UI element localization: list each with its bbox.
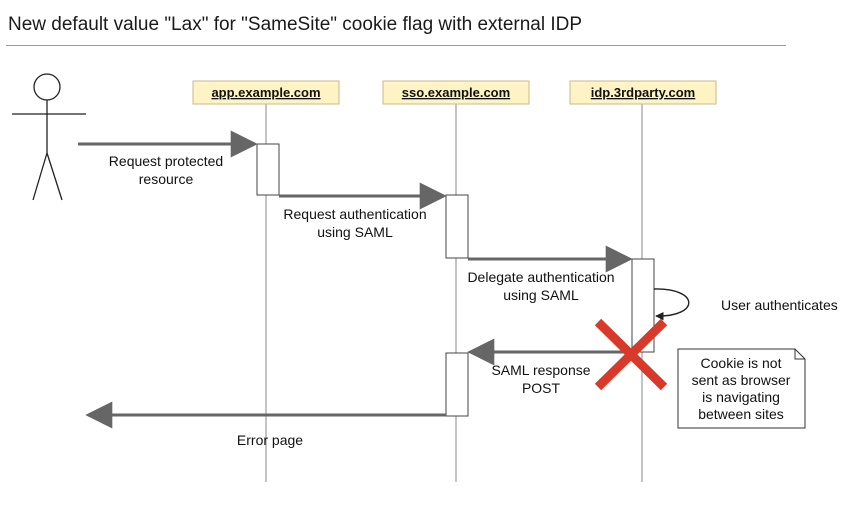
participant-app-label: app.example.com <box>211 85 320 100</box>
message-label-6: Error page <box>237 432 303 448</box>
participant-idp: idp.3rdparty.com <box>569 80 717 105</box>
note-line-2: sent as browser <box>692 372 791 388</box>
note-line-4: between sites <box>698 406 784 422</box>
user-actor-icon <box>12 73 86 201</box>
message-label-5a: SAML response <box>491 362 590 378</box>
page-title: New default value "Lax" for "SameSite" c… <box>8 14 583 35</box>
message-label-5b: POST <box>522 380 561 396</box>
message-label-3b: using SAML <box>503 287 579 303</box>
note-line-1: Cookie is not <box>701 355 782 371</box>
activation-sso-1 <box>445 194 469 259</box>
participant-sso-label: sso.example.com <box>402 85 510 100</box>
activation-idp <box>631 258 655 353</box>
message-label-2b: using SAML <box>317 224 393 240</box>
message-label-1a: Request protected <box>109 153 223 169</box>
message-label-4: User authenticates <box>721 297 838 313</box>
failure-cross-icon <box>594 318 668 391</box>
participant-app: app.example.com <box>192 80 340 105</box>
note-line-3: is navigating <box>702 389 780 405</box>
activation-sso-2 <box>445 352 469 417</box>
note: Cookie is not sent as browser is navigat… <box>677 348 806 429</box>
message-label-1b: resource <box>139 171 194 187</box>
participant-sso: sso.example.com <box>382 80 530 105</box>
participant-idp-label: idp.3rdparty.com <box>591 85 696 100</box>
message-arrow-4 <box>653 288 690 321</box>
activation-app <box>256 143 280 196</box>
message-label-3a: Delegate authentication <box>467 269 614 285</box>
title-divider <box>6 45 786 46</box>
message-label-2a: Request authentication <box>283 206 426 222</box>
